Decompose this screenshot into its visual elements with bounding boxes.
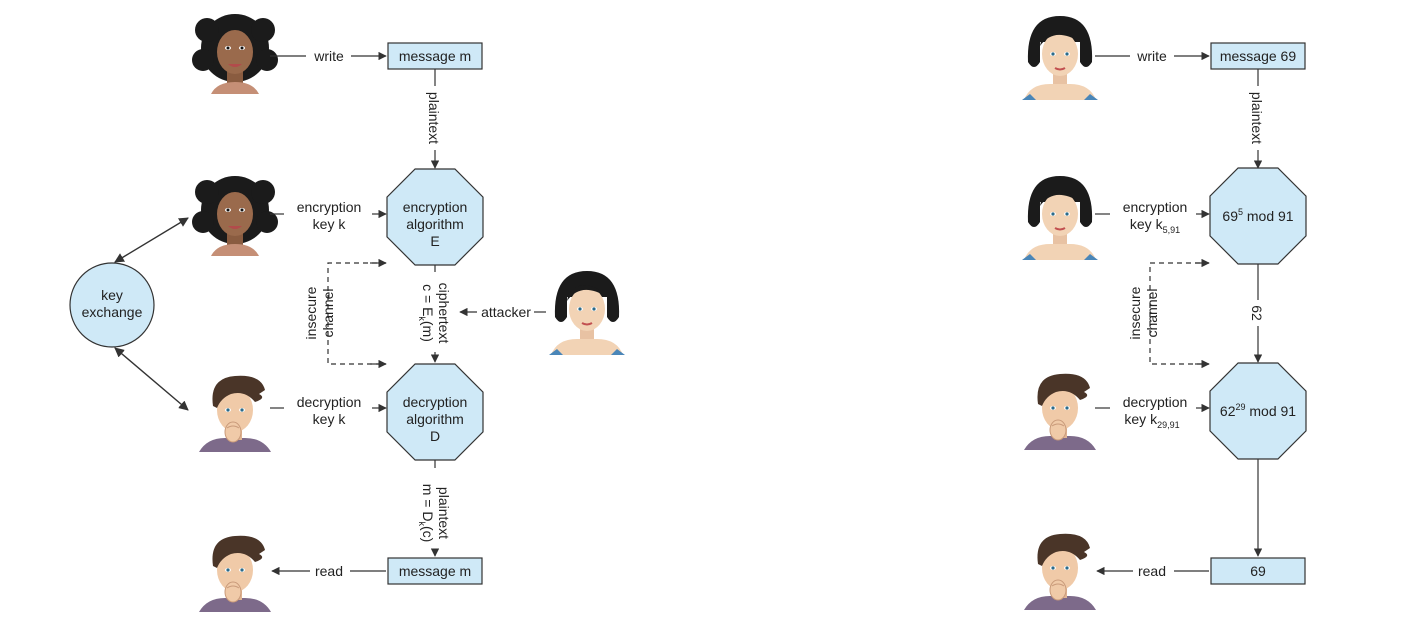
right-enc-alg-formula: 695 mod 91 [1222, 207, 1293, 224]
right-write-label: write [1136, 48, 1167, 64]
left-dec-alg-line1: decryption [403, 394, 468, 410]
left-read-label: read [315, 563, 343, 579]
right-ciphertext-value: 62 [1249, 305, 1265, 321]
left-dec-key-line2: key k [313, 411, 347, 427]
right-insecure-line2: channel [1144, 288, 1160, 337]
left-enc-alg-line3: E [430, 233, 439, 249]
left-insecure-line2: channel [320, 288, 336, 337]
left-enc-key-line2: key k [313, 216, 347, 232]
right-read-label: read [1138, 563, 1166, 579]
key-exchange-line1: key [101, 287, 123, 303]
attacker-icon [548, 270, 626, 356]
left-insecure-line1: insecure [303, 286, 319, 339]
right-bottom-message-label: 69 [1250, 563, 1266, 579]
key-exchange-to-bob-arrow [114, 347, 189, 411]
right-top-message-box [1210, 42, 1306, 70]
left-enc-alg-line2: algorithm [406, 216, 464, 232]
key-exchange-line2: exchange [82, 304, 143, 320]
bob-key-holder-right-icon [1023, 373, 1097, 451]
left-diagram: message m write plaintext encryption alg… [69, 14, 626, 613]
alice-key-holder-icon [192, 176, 278, 256]
alice-writer-icon [192, 14, 278, 94]
bob-reader-right-icon [1023, 533, 1097, 611]
left-dec-alg-line3: D [430, 428, 440, 444]
right-enc-key-line2: key k5,91 [1130, 216, 1180, 235]
left-plaintext-top-label: plaintext [426, 92, 442, 144]
key-exchange-node [69, 262, 155, 348]
right-bottom-message-box [1210, 557, 1306, 585]
bob-reader-icon [198, 535, 272, 613]
right-top-message-label: message 69 [1220, 48, 1296, 64]
left-plaintext-formula: m = Dk(c) [417, 484, 436, 543]
left-top-message-label: message m [399, 48, 471, 64]
right-plaintext-label: plaintext [1249, 92, 1265, 144]
right-diagram: message 69 write plaintext 695 mod 91 en… [1021, 15, 1307, 611]
left-ciphertext-label: ciphertext [436, 283, 452, 344]
left-top-message-box [387, 42, 483, 70]
bob-key-holder-icon [198, 375, 272, 453]
left-plaintext-bottom-label: plaintext [436, 487, 452, 539]
alice-writer-right-icon [1021, 15, 1099, 101]
left-dec-alg-line2: algorithm [406, 411, 464, 427]
right-insecure-line1: insecure [1127, 286, 1143, 339]
left-enc-alg-line1: encryption [403, 199, 468, 215]
right-dec-alg-formula: 6229 mod 91 [1220, 402, 1296, 419]
right-insecure-channel-path [1149, 262, 1209, 365]
attacker-label: attacker [481, 304, 531, 320]
left-bottom-message-box [387, 557, 483, 585]
alice-key-holder-right-icon [1021, 175, 1099, 261]
right-enc-key-line1: encryption [1123, 199, 1188, 215]
left-dec-key-line1: decryption [297, 394, 362, 410]
left-bottom-message-label: message m [399, 563, 471, 579]
key-exchange-to-alice-arrow [114, 217, 189, 263]
left-ciphertext-formula: c = Ek(m) [417, 284, 436, 342]
left-insecure-channel-path [327, 262, 386, 365]
right-dec-key-line2: key k29,91 [1124, 411, 1179, 430]
left-enc-key-line1: encryption [297, 199, 362, 215]
left-write-label: write [313, 48, 344, 64]
right-dec-key-line1: decryption [1123, 394, 1188, 410]
